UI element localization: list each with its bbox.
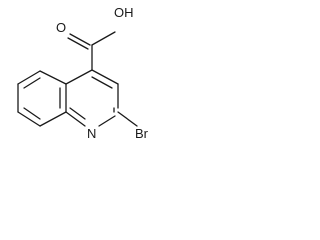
bond [65,111,86,127]
bond-c-br [117,111,138,127]
bond [17,70,41,85]
double-bond-inner [69,107,86,120]
double-bond-c-o [67,37,89,50]
bond [98,115,116,127]
pyridine-ring [65,69,119,127]
atom-label-n: N [87,126,96,141]
bond [39,70,67,85]
atom-label-o: O [56,20,66,35]
bond [39,111,67,127]
bond-c-oh [91,31,116,46]
double-bond-inner [91,76,113,89]
carboxyl-group [67,31,116,71]
double-bond-c-o [69,33,91,46]
bond [65,69,93,85]
benzene-ring [17,70,67,127]
double-bond-inner [23,77,41,89]
bond [91,69,119,85]
bond [17,111,41,127]
chemical-structure: OH O N Br [17,5,149,141]
atom-label-oh: OH [114,5,134,20]
atom-label-br: Br [135,126,149,141]
double-bond-inner [23,107,41,120]
